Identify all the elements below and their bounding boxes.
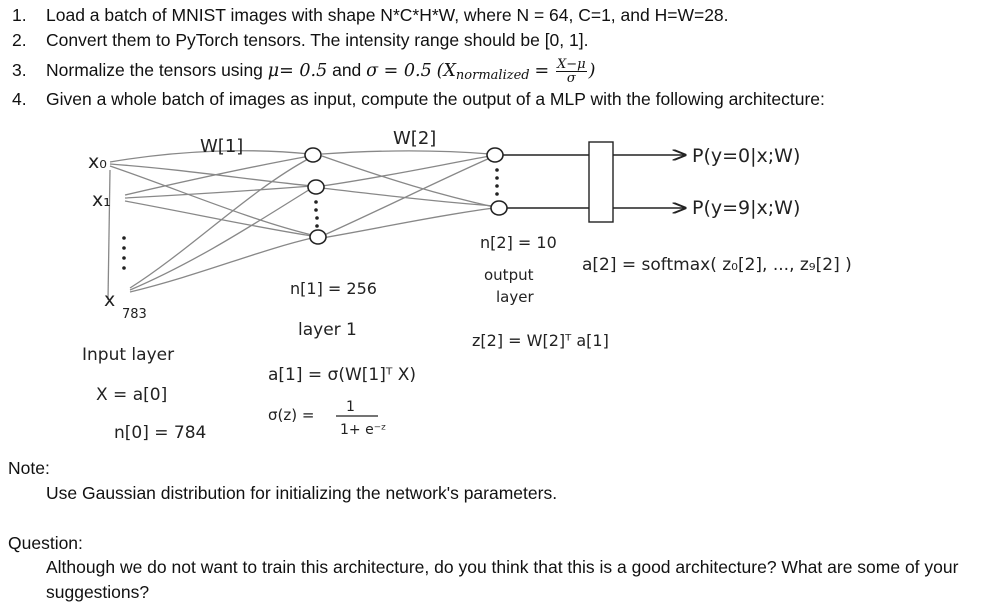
softmax-equation: a[2] = softmax( z₀[2], ..., z₉[2] ): [582, 255, 852, 275]
question-label: Question:: [8, 533, 83, 553]
input-x1-label: x₁: [92, 189, 111, 211]
step-number: 4.: [12, 89, 27, 109]
step-text: Load a batch of MNIST images with shape …: [46, 5, 729, 25]
output-neuron: [486, 147, 504, 163]
hidden-activation-equation: a[1] = σ(W[1]ᵀ X): [268, 365, 416, 385]
fraction-numerator: X−μ: [556, 57, 587, 72]
input-ellipsis: [122, 236, 126, 270]
note-text: Use Gaussian distribution for initializi…: [46, 483, 558, 503]
and-word: and: [332, 60, 362, 81]
output-ellipsis: [495, 168, 499, 196]
step-4: 4. Given a whole batch of images as input…: [12, 88, 825, 110]
mlp-diagram: W[1] W[2] x₀ x₁ x 783 Input layer X = a[…: [82, 128, 852, 443]
hidden-neuron: [309, 229, 327, 245]
step-3: 3. Normalize the tensors using μ= 0.5 and…: [12, 58, 595, 87]
weights-1-label: W[1]: [200, 136, 243, 157]
hidden-ellipsis: [314, 200, 319, 228]
softmax-box: [503, 141, 685, 223]
output-preactivation-equation: z[2] = W[2]ᵀ a[1]: [472, 331, 609, 350]
step-number: 1.: [12, 5, 27, 25]
step-2: 2. Convert them to PyTorch tensors. The i…: [12, 29, 588, 51]
output-layer-label-line1: output: [484, 266, 534, 284]
hidden-layer-label: layer 1: [298, 320, 357, 340]
step-1: 1. Load a batch of MNIST images with shap…: [12, 4, 729, 26]
question-text: Although we do not want to train this ar…: [46, 557, 959, 602]
formula-open: (X: [436, 61, 456, 82]
sigma-value: σ = 0.5: [366, 61, 432, 82]
formula-close: ): [588, 61, 596, 82]
input-equation: X = a[0]: [96, 385, 167, 405]
weights-2-label: W[2]: [393, 128, 436, 149]
output-layer-neurons: [486, 147, 508, 216]
step-number: 3.: [12, 60, 27, 81]
hidden-neuron: [304, 147, 322, 163]
input-x783-subscript: 783: [122, 307, 147, 322]
hidden-size-label: n[1] = 256: [290, 279, 377, 298]
input-layer-label: Input layer: [82, 345, 174, 365]
sigmoid-left: σ(z) =: [268, 406, 314, 424]
sigmoid-numerator: 1: [346, 399, 355, 415]
note-label: Note:: [8, 458, 50, 478]
input-x783-label: x: [104, 289, 115, 311]
hidden-neuron: [307, 179, 325, 195]
step-text: Given a whole batch of images as input, …: [46, 89, 825, 109]
normalization-fraction: X−μ σ: [556, 58, 587, 85]
class-9-probability: P(y=9|x;W): [692, 197, 800, 219]
formula-subscript: normalized: [455, 68, 530, 84]
input-hidden-connections: [107, 150, 313, 301]
input-size-label: n[0] = 784: [114, 423, 206, 443]
class-0-probability: P(y=0|x;W): [692, 145, 800, 167]
output-neuron: [490, 200, 508, 216]
step-number: 2.: [12, 30, 27, 50]
hidden-output-connections: [321, 150, 495, 239]
fraction-denominator: σ: [566, 71, 576, 86]
output-layer-label-line2: layer: [496, 288, 534, 306]
step-text: Convert them to PyTorch tensors. The int…: [46, 30, 589, 50]
hidden-layer-neurons: [304, 147, 327, 245]
output-size-label: n[2] = 10: [480, 233, 557, 252]
step-text: Normalize the tensors using: [46, 60, 263, 81]
formula-equals: =: [534, 61, 550, 82]
input-x0-label: x₀: [88, 151, 107, 173]
mu-value: μ= 0.5: [267, 61, 328, 82]
sigmoid-denominator: 1+ e⁻ᶻ: [340, 422, 386, 438]
